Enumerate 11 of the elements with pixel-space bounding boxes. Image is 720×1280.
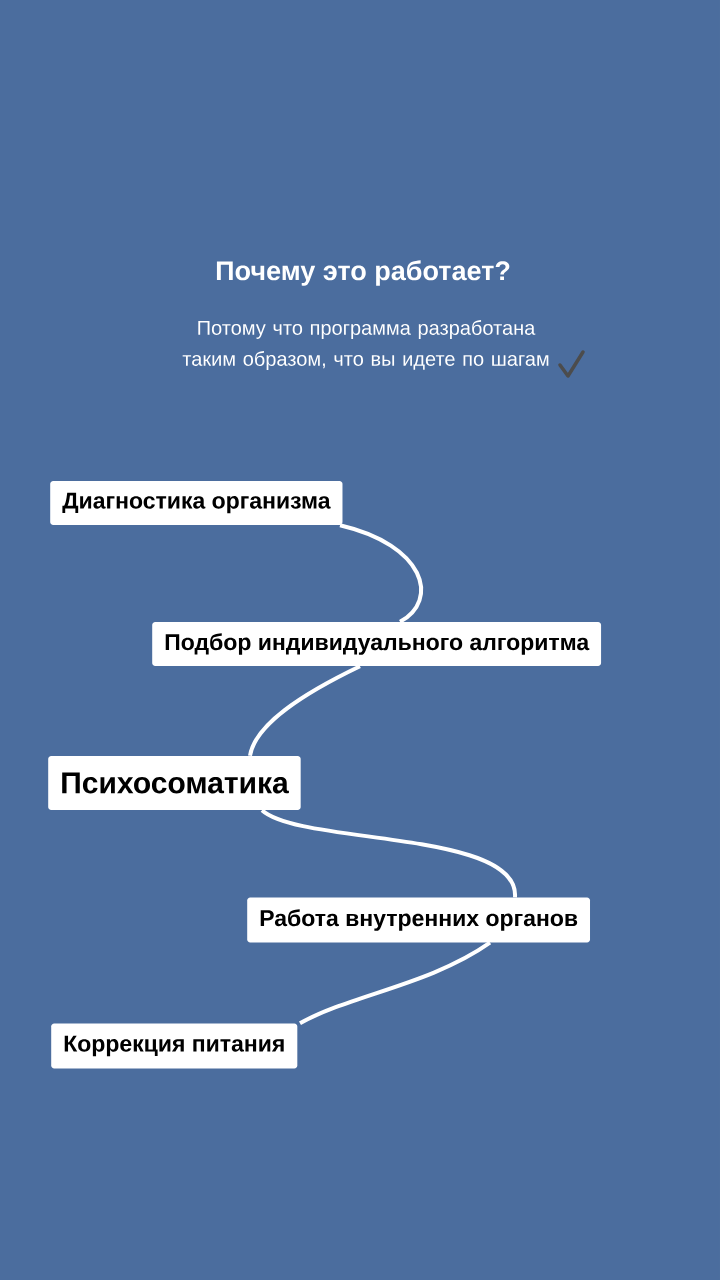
- subtitle: Потому что программа разработана таким образом, что вы идете по шагам: [182, 320, 549, 370]
- connector-curve: [299, 941, 492, 1026]
- connector-curve: [260, 808, 517, 898]
- step-box: Подбор индивидуального алгоритма: [152, 622, 602, 666]
- step-box: Диагностика организма: [50, 481, 343, 525]
- step-box: Коррекция питания: [51, 1023, 298, 1069]
- connector-curve: [339, 523, 424, 624]
- step-box: Работа внутренних органов: [247, 897, 590, 943]
- step-box: Психосоматика: [48, 756, 301, 810]
- connector-curve: [248, 664, 361, 757]
- title: Почему это работает?: [216, 260, 510, 286]
